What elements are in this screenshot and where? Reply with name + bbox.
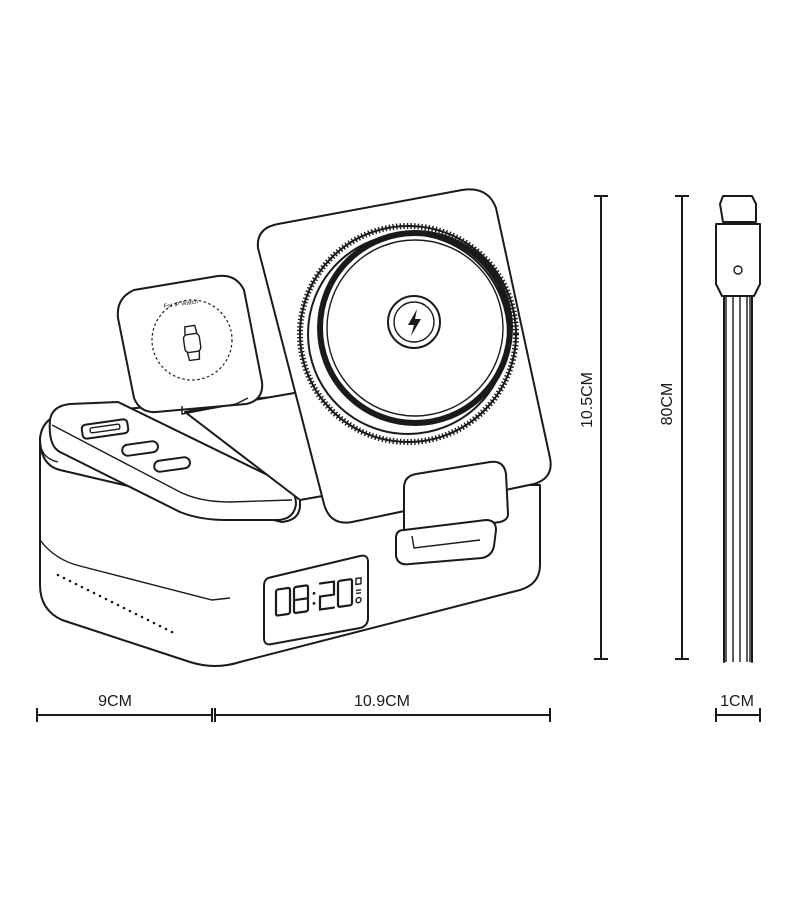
label-height: 10.5CM (579, 372, 596, 428)
vent-dots (56, 573, 174, 634)
kickstand (395, 460, 509, 566)
usb-port-block (48, 401, 297, 521)
label-cable-length: 80CM (659, 383, 676, 426)
dimension-cable-width: 1CM (715, 693, 761, 722)
label-cable-width: 1CM (720, 693, 754, 710)
lightning-bolt-icon (408, 309, 421, 336)
watch-charger-pad: For iP Watch (116, 274, 264, 415)
phone-charger-pad (256, 188, 552, 524)
dimension-width-left: 9CM (36, 693, 213, 722)
clock-digits (274, 576, 362, 617)
usb-c-cable (715, 195, 761, 663)
dimension-cable-length: 80CM (659, 195, 689, 660)
label-width-left: 9CM (98, 693, 132, 710)
watch-pad-label: For iP Watch (163, 299, 198, 310)
dimension-width-right: 10.9CM (214, 693, 551, 722)
dimension-height: 10.5CM (579, 195, 608, 660)
usb-c-port-2 (153, 456, 191, 473)
watch-icon (182, 324, 202, 362)
usb-c-port-1 (121, 440, 159, 457)
clock-display (263, 554, 369, 646)
label-width-right: 10.9CM (354, 693, 410, 710)
